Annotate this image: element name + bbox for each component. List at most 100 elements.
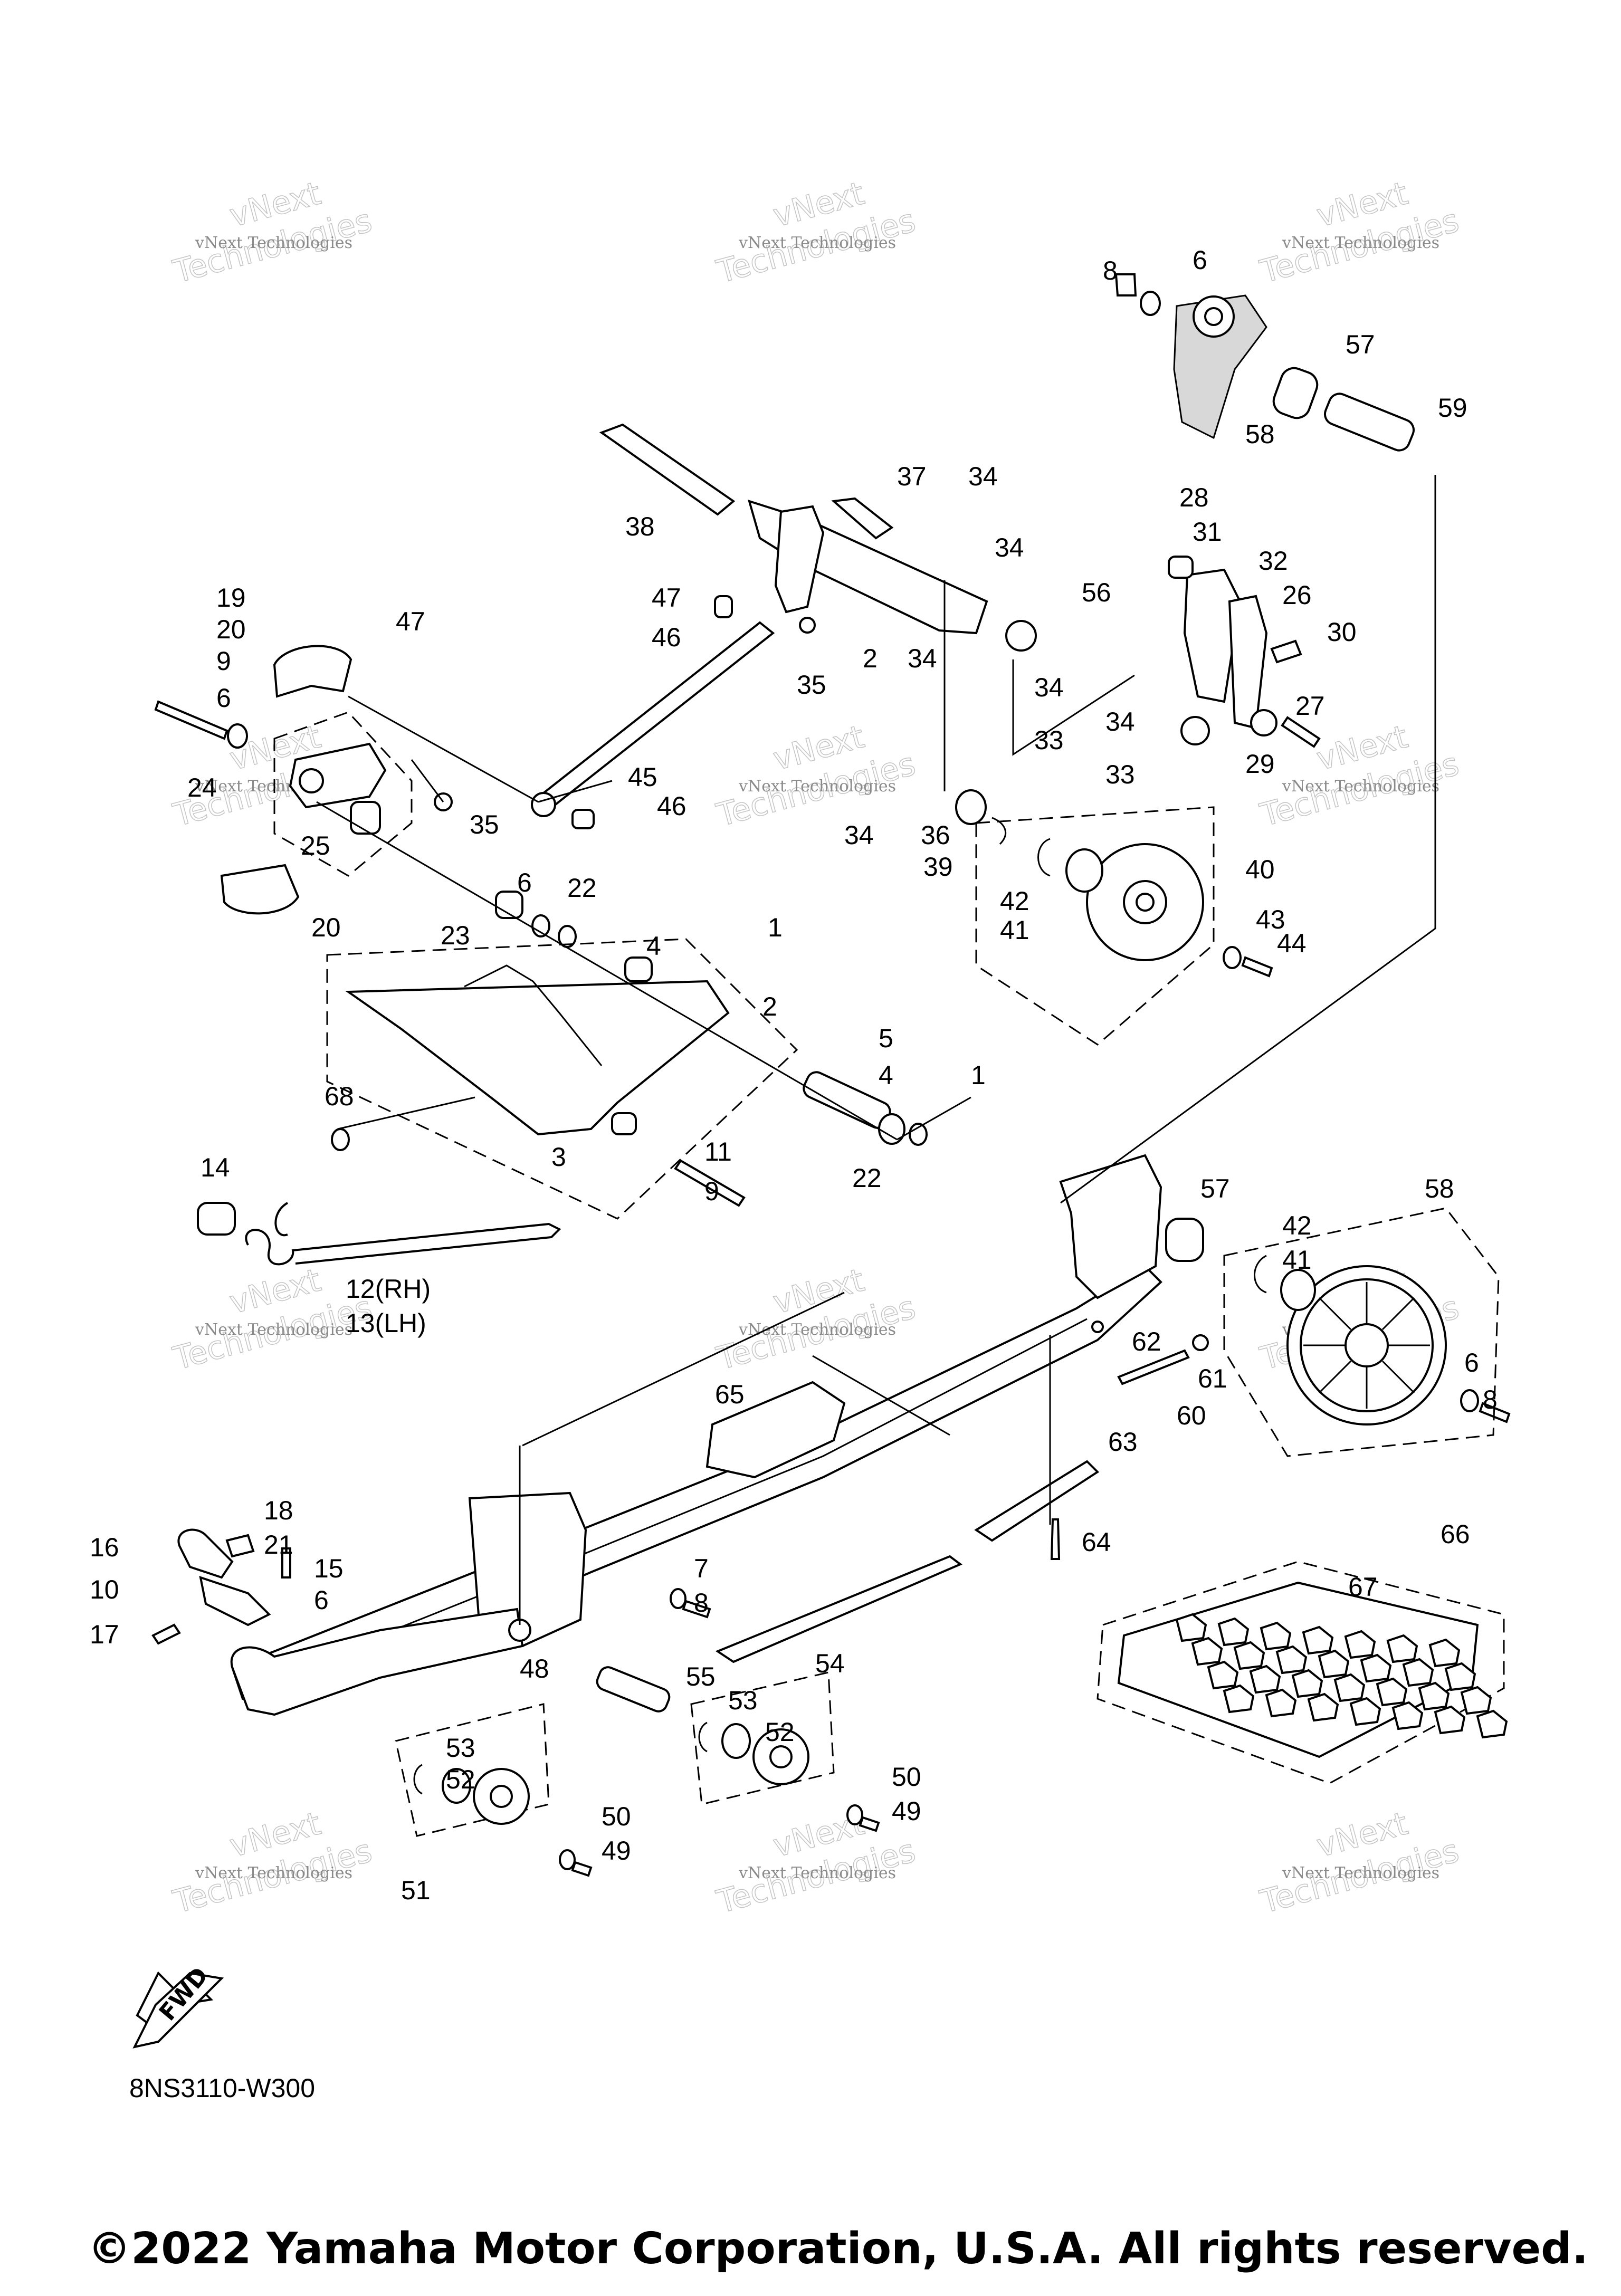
diagram-code: 8NS3110-W300 — [129, 2073, 315, 2103]
slide-runner — [715, 1555, 962, 1663]
callout-54: 54 — [815, 1649, 845, 1678]
watermark-small: vNext Technologies — [195, 1864, 352, 1882]
callout-48: 48 — [520, 1654, 549, 1683]
wheel-40-axle — [1136, 893, 1155, 912]
watermark-small: vNext Technologies — [738, 1321, 896, 1339]
bushing-4-bottom — [878, 1113, 905, 1145]
track-lug — [1191, 1637, 1223, 1666]
track-box-66 — [1096, 1561, 1505, 1784]
collar-36 — [955, 789, 987, 825]
spring-12-13 — [245, 1222, 561, 1266]
front-ski-tip — [230, 1608, 524, 1716]
track-lug — [1434, 1705, 1466, 1735]
track-lug — [1175, 1613, 1207, 1642]
wheel-58-spokes — [1303, 1282, 1430, 1409]
callout-23: 23 — [441, 921, 470, 950]
watermark-small: vNext Technologies — [738, 777, 896, 796]
track-lug — [1460, 1686, 1492, 1715]
callout-52: 52 — [446, 1765, 475, 1794]
track-lug — [1249, 1664, 1281, 1694]
callout-31: 31 — [1193, 517, 1222, 547]
bolt-17 — [151, 1623, 181, 1645]
wheel-54 — [752, 1728, 809, 1785]
bracket-24-hole — [299, 768, 324, 793]
callout-16: 16 — [90, 1533, 119, 1562]
callout-34: 34 — [1034, 673, 1064, 702]
callout-1: 1 — [768, 913, 783, 942]
washer-top — [1140, 291, 1161, 316]
wheel-40-hub — [1123, 880, 1167, 924]
callout-66: 66 — [1441, 1519, 1470, 1549]
ring-39 — [991, 817, 1007, 845]
callout-4: 4 — [879, 1060, 893, 1090]
rear-arm-plate — [774, 505, 825, 614]
rail-bracket-rear — [1059, 1154, 1162, 1299]
bolt-44 — [1241, 956, 1273, 978]
watermark-small: vNext Technologies — [1282, 1864, 1439, 1882]
callout-25: 25 — [301, 831, 330, 860]
callout-7: 7 — [694, 1554, 709, 1583]
bushing-4-top — [624, 956, 653, 982]
callout-11: 11 — [704, 1137, 732, 1166]
track-lug — [1360, 1653, 1392, 1683]
washer-68 — [331, 1128, 350, 1151]
washer-50-a — [559, 1849, 576, 1870]
callout-8: 8 — [694, 1588, 709, 1618]
callout-67: 67 — [1348, 1572, 1378, 1602]
bearing-52-b — [721, 1723, 751, 1759]
callout-51: 51 — [401, 1876, 431, 1905]
callout-39: 39 — [923, 852, 953, 882]
washer-6-lower — [1460, 1389, 1479, 1412]
clip-21 — [225, 1534, 255, 1558]
callout-65: 65 — [715, 1380, 745, 1409]
box-wheel-58 — [1223, 1207, 1500, 1457]
track-lugs — [1175, 1613, 1508, 1739]
guide-lines — [316, 475, 1436, 1625]
screw-64 — [1050, 1518, 1061, 1560]
track-lug — [1391, 1701, 1424, 1730]
callout-3: 3 — [551, 1142, 566, 1172]
track-lug — [1302, 1625, 1334, 1655]
bolt-15 — [281, 1547, 291, 1578]
collar-57-lower — [1165, 1218, 1204, 1262]
collar-14 — [197, 1202, 236, 1236]
track-lug — [1428, 1638, 1461, 1668]
front-arm-1-brace — [464, 964, 603, 1066]
callout-24: 24 — [187, 773, 217, 802]
front-arm-1 — [345, 980, 730, 1136]
callout-58: 58 — [1425, 1174, 1454, 1203]
watermark-small: vNext Technologies — [738, 234, 896, 252]
washer-7 — [670, 1588, 686, 1609]
callout-59: 59 — [1438, 393, 1467, 423]
callout-50: 50 — [602, 1802, 631, 1831]
callout-36: 36 — [921, 820, 950, 850]
bolt-60 — [1117, 1349, 1190, 1385]
callout-20: 20 — [311, 913, 341, 942]
track-lug — [1476, 1709, 1508, 1739]
watermark-small: vNext Technologies — [195, 234, 352, 252]
bolt-8-front — [682, 1600, 711, 1619]
callout-33: 33 — [1105, 760, 1135, 789]
bolt-11 — [674, 1159, 746, 1207]
callout-22: 22 — [567, 873, 597, 903]
callout-62: 62 — [1132, 1327, 1161, 1356]
callout-37: 37 — [897, 462, 927, 491]
callout-34: 34 — [844, 820, 874, 850]
track-lug — [1223, 1684, 1255, 1714]
cover-20-bottom — [220, 864, 300, 915]
shaft-59 — [1323, 393, 1415, 452]
callout-38: 38 — [625, 512, 655, 541]
washer-43 — [1223, 946, 1242, 969]
callout-5: 5 — [879, 1023, 893, 1053]
callout-49: 49 — [602, 1836, 631, 1866]
wheelset-box-54 — [690, 1671, 835, 1805]
washer-6-left — [227, 723, 248, 749]
track-lug — [1307, 1692, 1339, 1722]
bolt-9-top — [154, 700, 228, 740]
track-lug — [1260, 1621, 1292, 1651]
track-lug — [1318, 1649, 1350, 1679]
callout-52: 52 — [765, 1717, 795, 1747]
callout-17: 17 — [90, 1620, 119, 1649]
idler-plate-boss-hole — [1204, 307, 1223, 326]
watermark-small: vNext Technologies — [195, 1321, 352, 1339]
